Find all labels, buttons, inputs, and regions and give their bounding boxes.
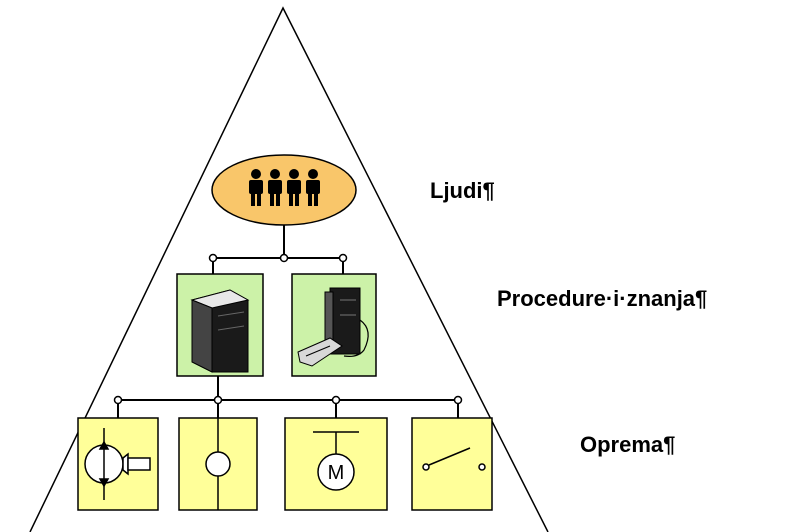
workstation-icon xyxy=(297,287,369,367)
connector-procedures-equipment xyxy=(113,376,463,418)
connector-people-procedures xyxy=(208,225,348,274)
level-label-equipment: Oprema¶ xyxy=(580,432,676,457)
motor-letter: M xyxy=(328,462,345,484)
pyramid-outline xyxy=(29,6,549,532)
level-label-people: Ljudi¶ xyxy=(430,178,495,203)
level-label-procedures: Procedure·i·znanja¶ xyxy=(497,286,708,311)
people-group-icon xyxy=(249,169,320,206)
equipment-box-pump xyxy=(77,417,159,511)
computer-tower-icon xyxy=(190,289,250,373)
motor-icon: M xyxy=(313,431,359,491)
valve-icon xyxy=(205,418,231,510)
procedure-box-tower xyxy=(176,273,264,377)
equipment-box-valve xyxy=(178,417,258,511)
people-node xyxy=(211,154,357,226)
pump-icon xyxy=(84,428,151,500)
procedure-box-workstation xyxy=(291,273,377,377)
switch-icon xyxy=(422,447,486,471)
equipment-box-switch xyxy=(411,417,493,511)
equipment-box-motor: M xyxy=(284,417,388,511)
